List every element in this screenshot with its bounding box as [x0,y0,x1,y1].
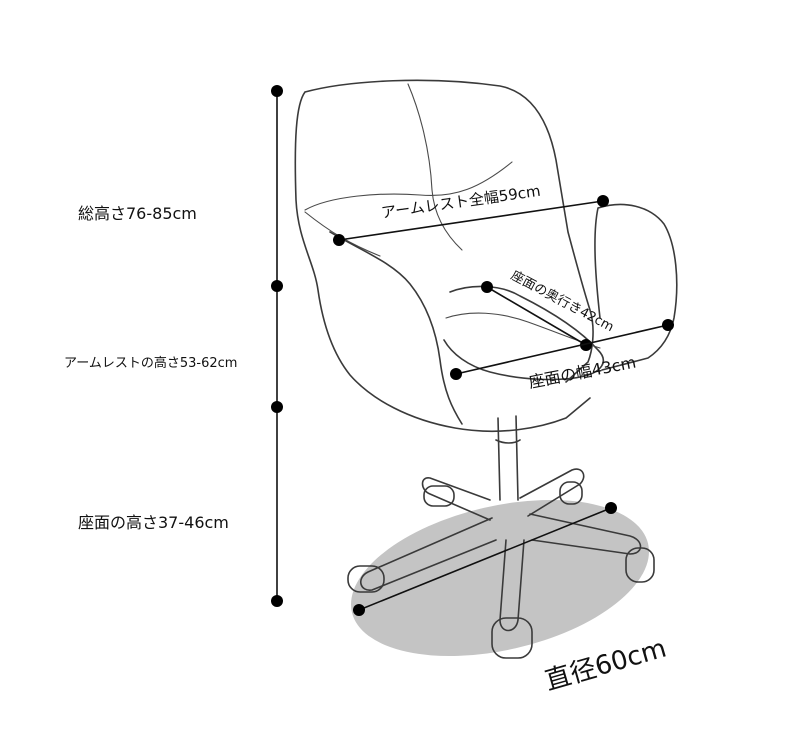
chair-seat-cushion [443,285,604,381]
base-diameter-line [358,507,612,611]
base-diameter-left-dot [353,604,365,616]
armrest-width-right-dot [597,195,609,207]
seat-width-label: 座面の幅43cm [527,353,637,392]
seat-width-right-dot [662,319,674,331]
armrest-width-label: アームレスト全幅59cm [380,182,542,222]
chair-back-seam [407,83,463,251]
chair-casters [347,481,655,659]
chair-right-arm [594,203,678,371]
armrest-height-label: アームレストの高さ53-62cm [64,355,237,371]
armrest-width-line [338,200,604,241]
base-diameter-right-dot [605,502,617,514]
seat-width-line [455,324,669,375]
seat-width-left-dot [450,368,462,380]
seat-height-label: 座面の高さ37-46cm [78,513,229,532]
base-floor-ellipse [351,499,649,657]
height-armrest-dot [271,280,283,292]
armrest-width-left-dot [333,234,345,246]
base-diameter-label: 直径60cm [542,634,670,697]
height-seat-dot [271,401,283,413]
chair-base-legs [360,468,642,632]
height-top-dot [271,85,283,97]
chair-left-arm [329,231,463,425]
seat-depth-label: 座面の奥行き42cm [508,268,616,335]
chair-gas-cylinder [495,415,521,501]
seat-depth-front-dot [580,339,592,351]
chair-back-outline [294,79,594,433]
seat-depth-back-dot [481,281,493,293]
seat-depth-line [486,286,587,346]
height-bottom-dot [271,595,283,607]
total-height-label: 総高さ76-85cm [78,204,197,223]
chair-drawing [294,79,678,659]
